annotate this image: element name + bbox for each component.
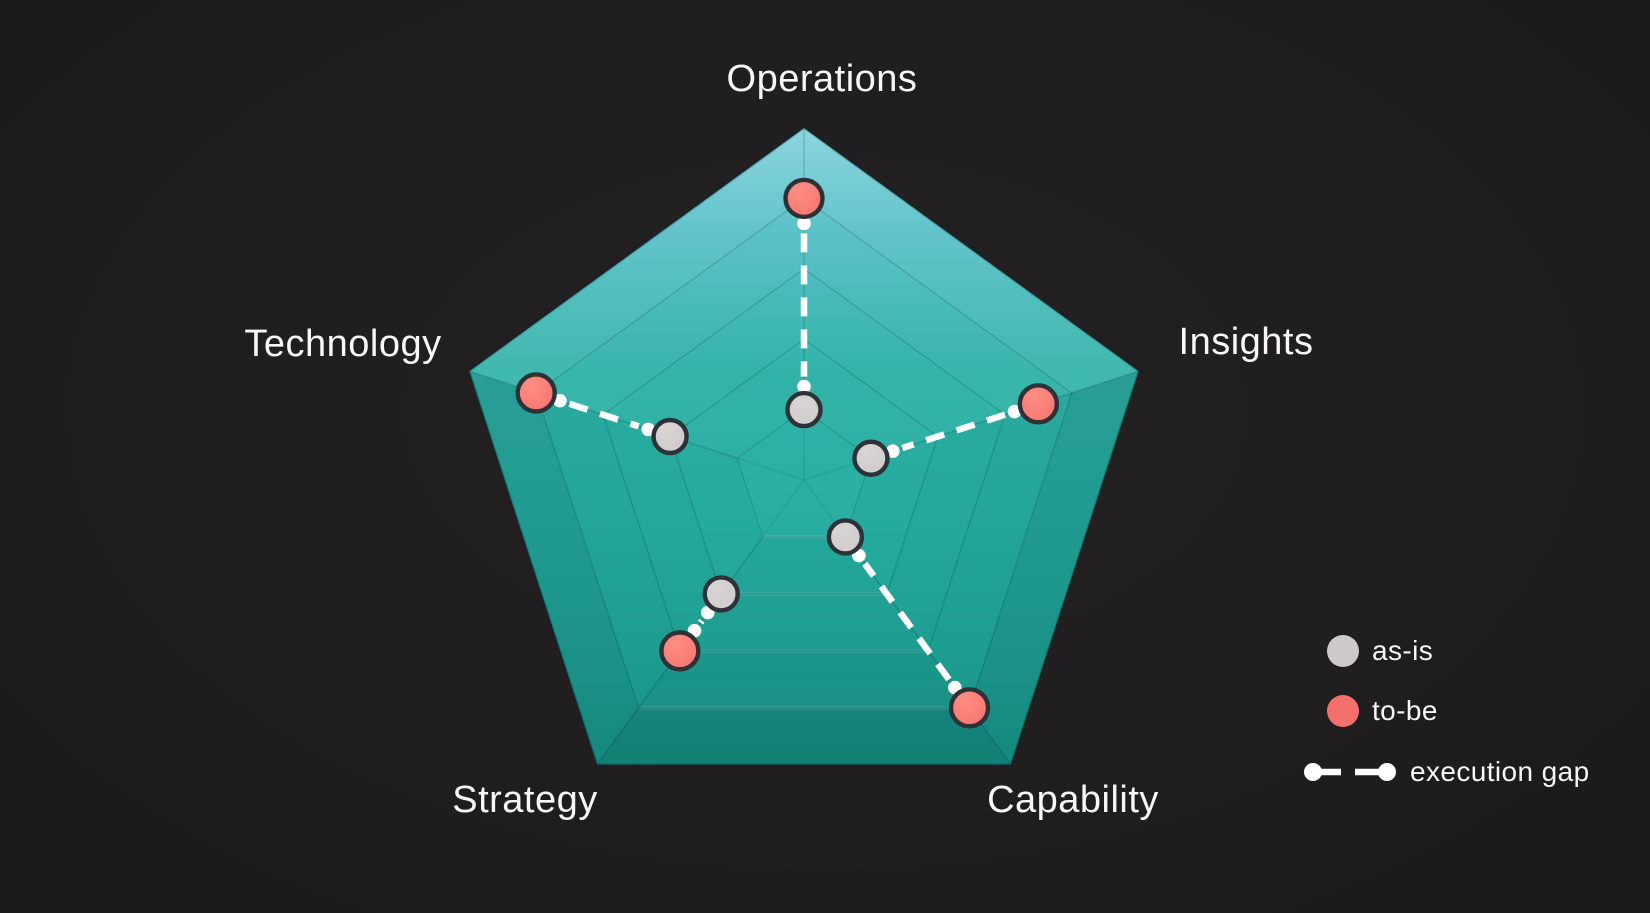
axis-label-technology: Technology [244,323,441,365]
grid-band-facet [596,707,1012,766]
legend-item-execution-gap[interactable]: execution gap [1303,755,1590,789]
axis-label-operations: Operations [727,58,918,100]
point-to-be-insights[interactable] [1017,383,1060,425]
grid-band-facet [803,127,1140,394]
point-as-is-operations[interactable] [785,390,823,429]
axis-label-insights: Insights [1179,321,1314,363]
as-is-swatch-icon [1327,635,1359,667]
axis-label-capability: Capability [987,779,1159,821]
gap-line-end-insights [886,444,900,458]
point-to-be-technology[interactable] [515,372,557,414]
execution-gap-dashed-line-icon [1304,763,1396,781]
gap-line-end-insights [1007,404,1022,419]
point-as-is-technology[interactable] [651,417,689,456]
point-to-be-operations[interactable] [783,177,825,220]
grid-ring [669,338,939,595]
legend-label-as-is: as-is [1372,635,1434,666]
legend-label-to-be: to-be [1372,695,1438,726]
axis-label-strategy: Strategy [452,779,598,821]
point-to-be-strategy[interactable] [659,630,701,672]
legend-label-execution-gap: execution gap [1410,756,1590,787]
point-as-is-strategy[interactable] [702,575,740,613]
point-to-be-capability[interactable] [948,687,991,729]
gap-line-end-technology [641,422,656,437]
grid-ring [535,197,1073,709]
gap-line-insights [901,411,1007,452]
pentagon-grid-outline [467,126,1141,767]
gap-line-technology [568,400,640,430]
gap-line-end-technology [553,393,567,408]
point-as-is-insights[interactable] [852,439,890,477]
to-be-swatch-icon [1327,695,1359,727]
point-as-is-capability[interactable] [826,518,865,556]
grid-ring [602,267,1006,652]
legend-item-as-is[interactable]: as-is [1327,634,1433,668]
gap-line-capability [862,561,952,682]
gap-line-end-operations [797,379,811,394]
legend-item-to-be[interactable]: to-be [1327,694,1438,728]
gap-line-strategy [697,618,705,625]
grid-band-facet [669,435,764,595]
gap-line-end-operations [797,216,811,231]
